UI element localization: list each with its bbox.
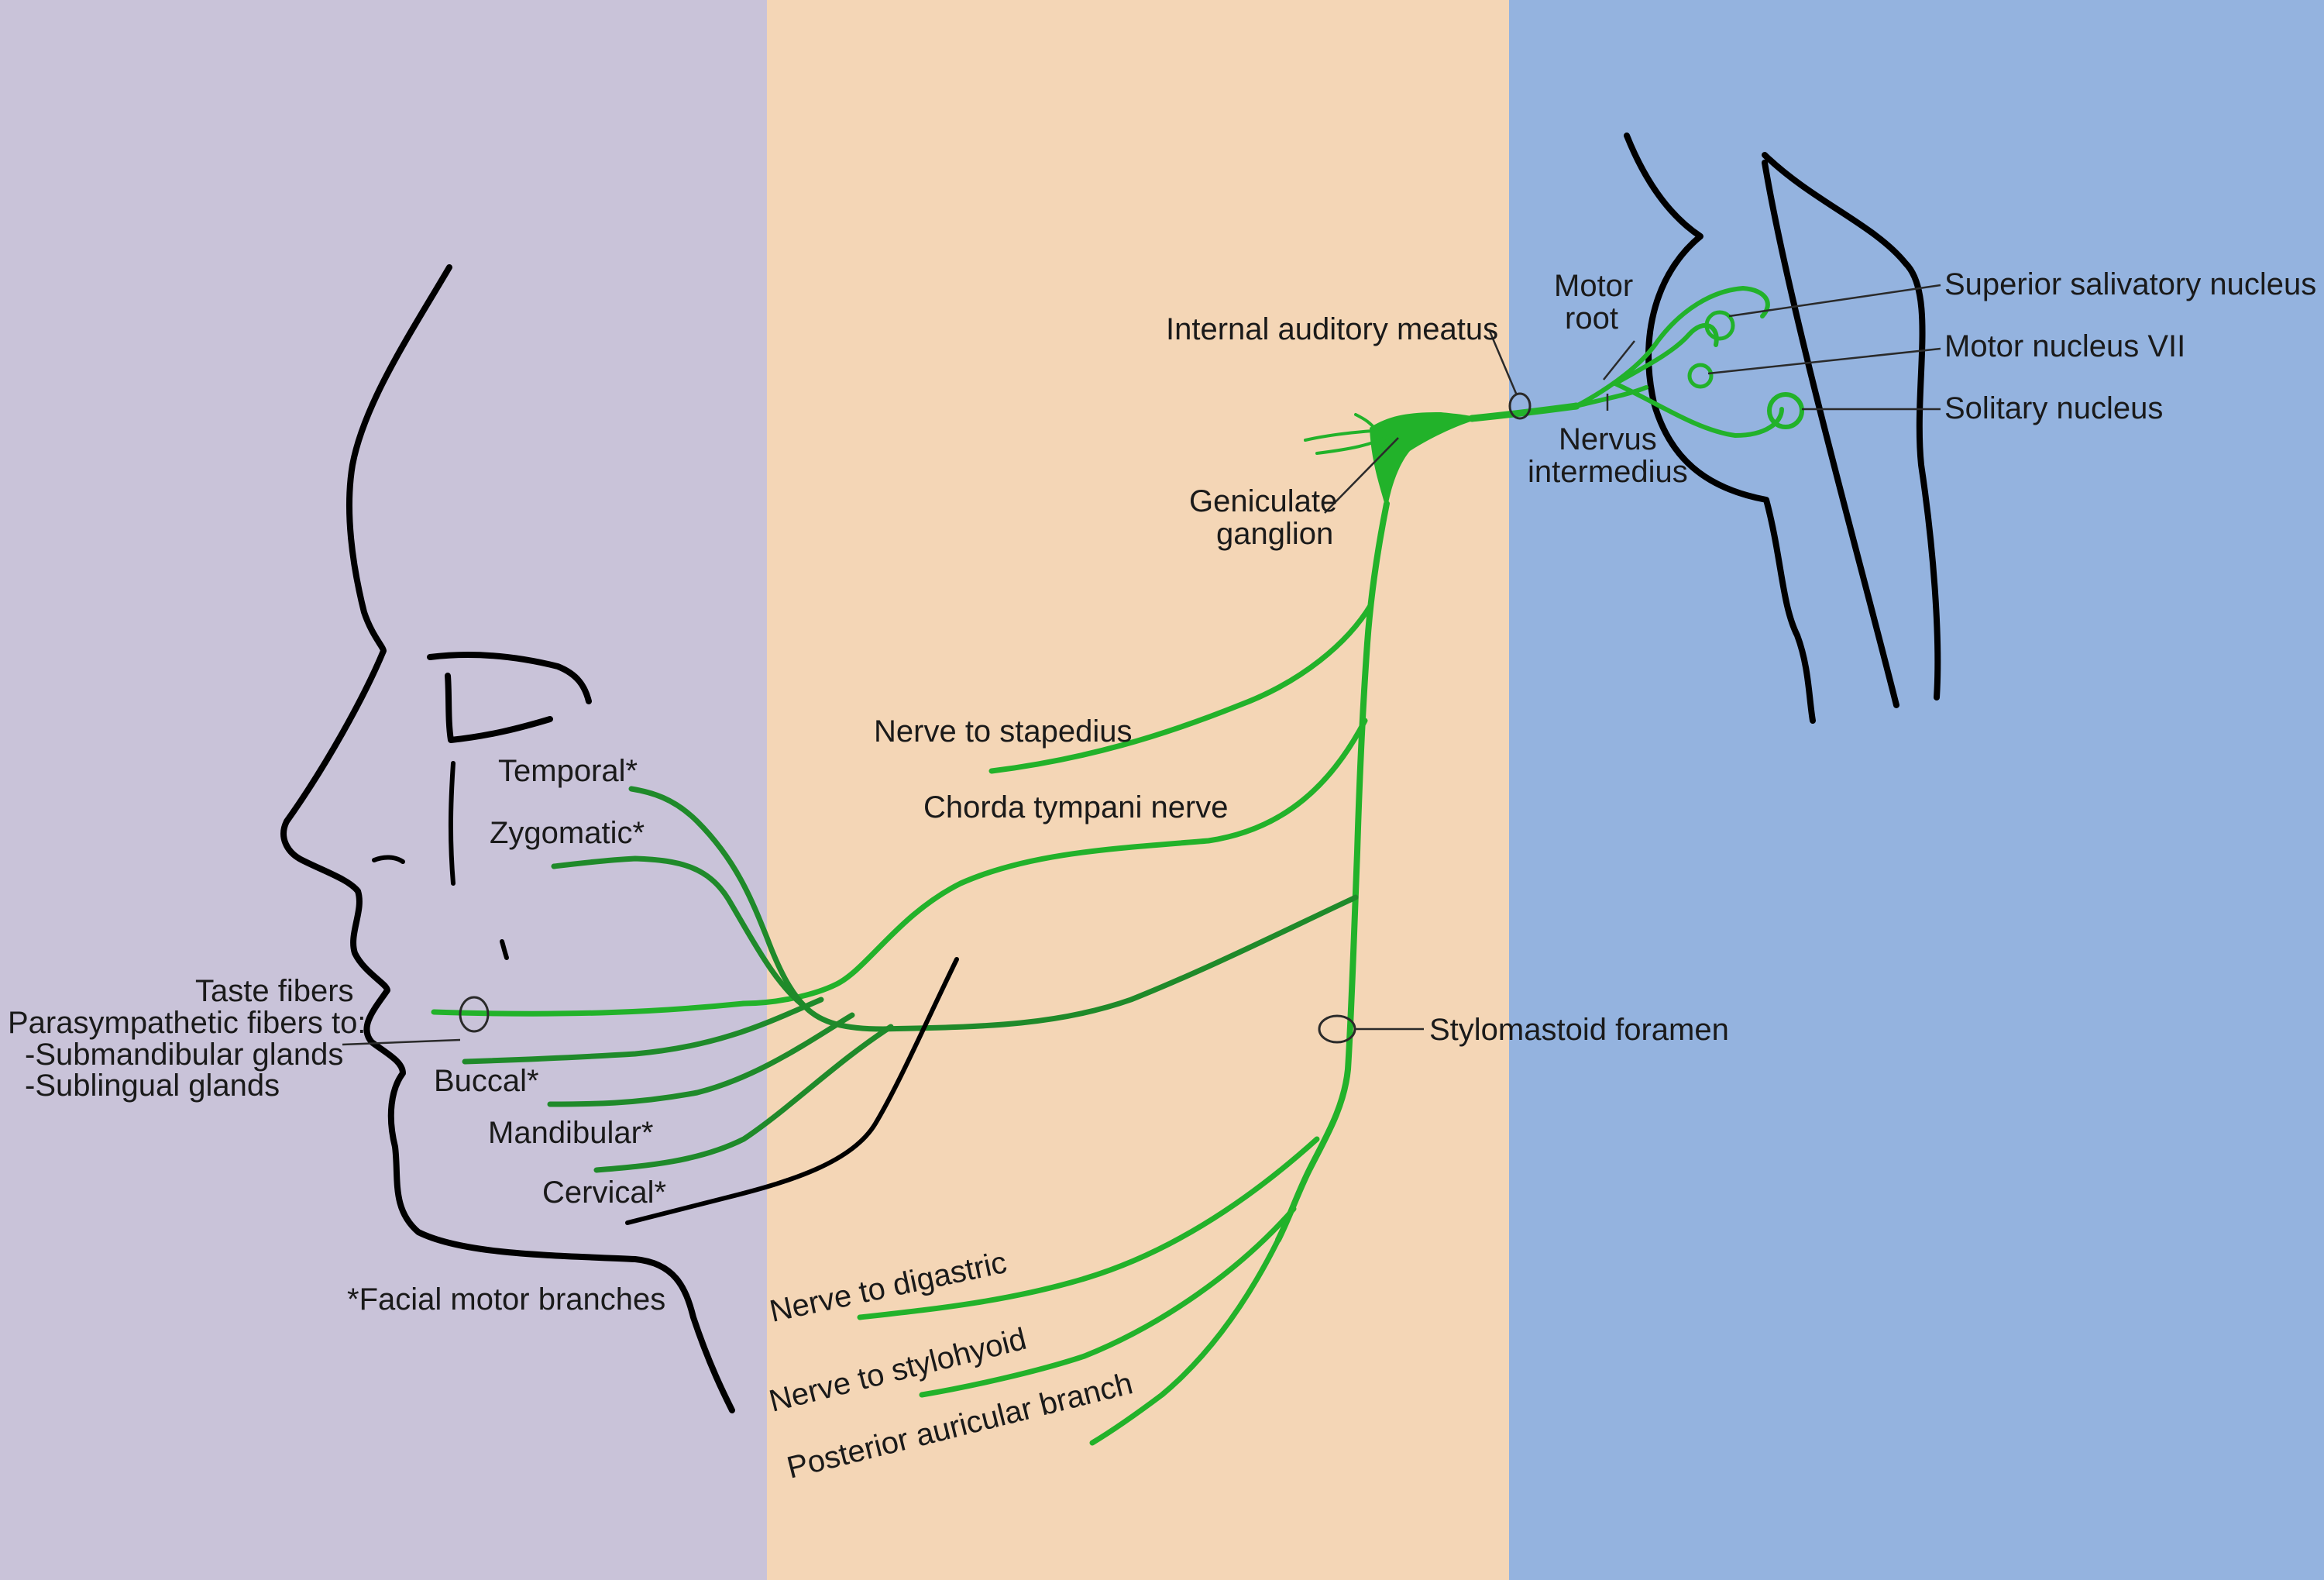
label-nervus-intermedius-2: intermedius: [1528, 455, 1688, 489]
face-profile: [280, 264, 735, 1413]
geniculate-ganglion: [1370, 412, 1480, 511]
label-motor-root-2: root: [1565, 301, 1618, 336]
label-facial-motor-branches: *Facial motor branches: [347, 1282, 665, 1317]
label-parasympathetic-fibers: Parasympathetic fibers to:: [8, 1006, 366, 1040]
internal-auditory-meatus-marker: [1508, 392, 1532, 420]
label-internal-auditory-meatus: Internal auditory meatus: [1166, 312, 1498, 346]
label-motor-nucleus-vii: Motor nucleus VII: [1944, 329, 2185, 363]
label-submandibular-glands: -Submandibular glands: [25, 1038, 343, 1072]
label-mandibular: Mandibular*: [488, 1116, 653, 1150]
label-nervus-intermedius-1: Nervus: [1559, 422, 1657, 456]
taste-fibers-marker: [459, 996, 490, 1033]
label-geniculate-2: ganglion: [1216, 517, 1333, 551]
superior-salivatory-nucleus-dot: [1704, 310, 1735, 341]
cervical-branch-line: [625, 957, 959, 1225]
label-nerve-to-stapedius: Nerve to stapedius: [874, 714, 1133, 749]
label-solitary-nucleus: Solitary nucleus: [1944, 391, 2163, 425]
label-buccal: Buccal*: [434, 1064, 539, 1098]
label-chorda-tympani-nerve: Chorda tympani nerve: [923, 790, 1229, 824]
solitary-nucleus-dot: [1767, 392, 1804, 429]
brainstem-outline: [1624, 133, 1941, 724]
motor-nucleus-vii-dot: [1687, 363, 1714, 389]
middle-panel: [767, 0, 1509, 1580]
label-temporal: Temporal*: [498, 754, 638, 788]
label-superior-salivatory-nucleus: Superior salivatory nucleus: [1944, 267, 2316, 301]
label-geniculate-1: Geniculate: [1189, 484, 1337, 518]
label-motor-root-1: Motor: [1554, 269, 1633, 303]
label-sublingual-glands: -Sublingual glands: [25, 1069, 280, 1103]
facial-nerve-main: [431, 286, 1804, 1446]
label-cervical: Cervical*: [542, 1176, 666, 1210]
right-panel: [1509, 0, 2324, 1580]
label-zygomatic: Zygomatic*: [490, 816, 645, 850]
leader-lines: [342, 284, 1941, 1046]
label-taste-fibers: Taste fibers: [195, 974, 354, 1008]
left-panel: [0, 0, 767, 1580]
label-stylomastoid-foramen: Stylomastoid foramen: [1429, 1013, 1729, 1047]
